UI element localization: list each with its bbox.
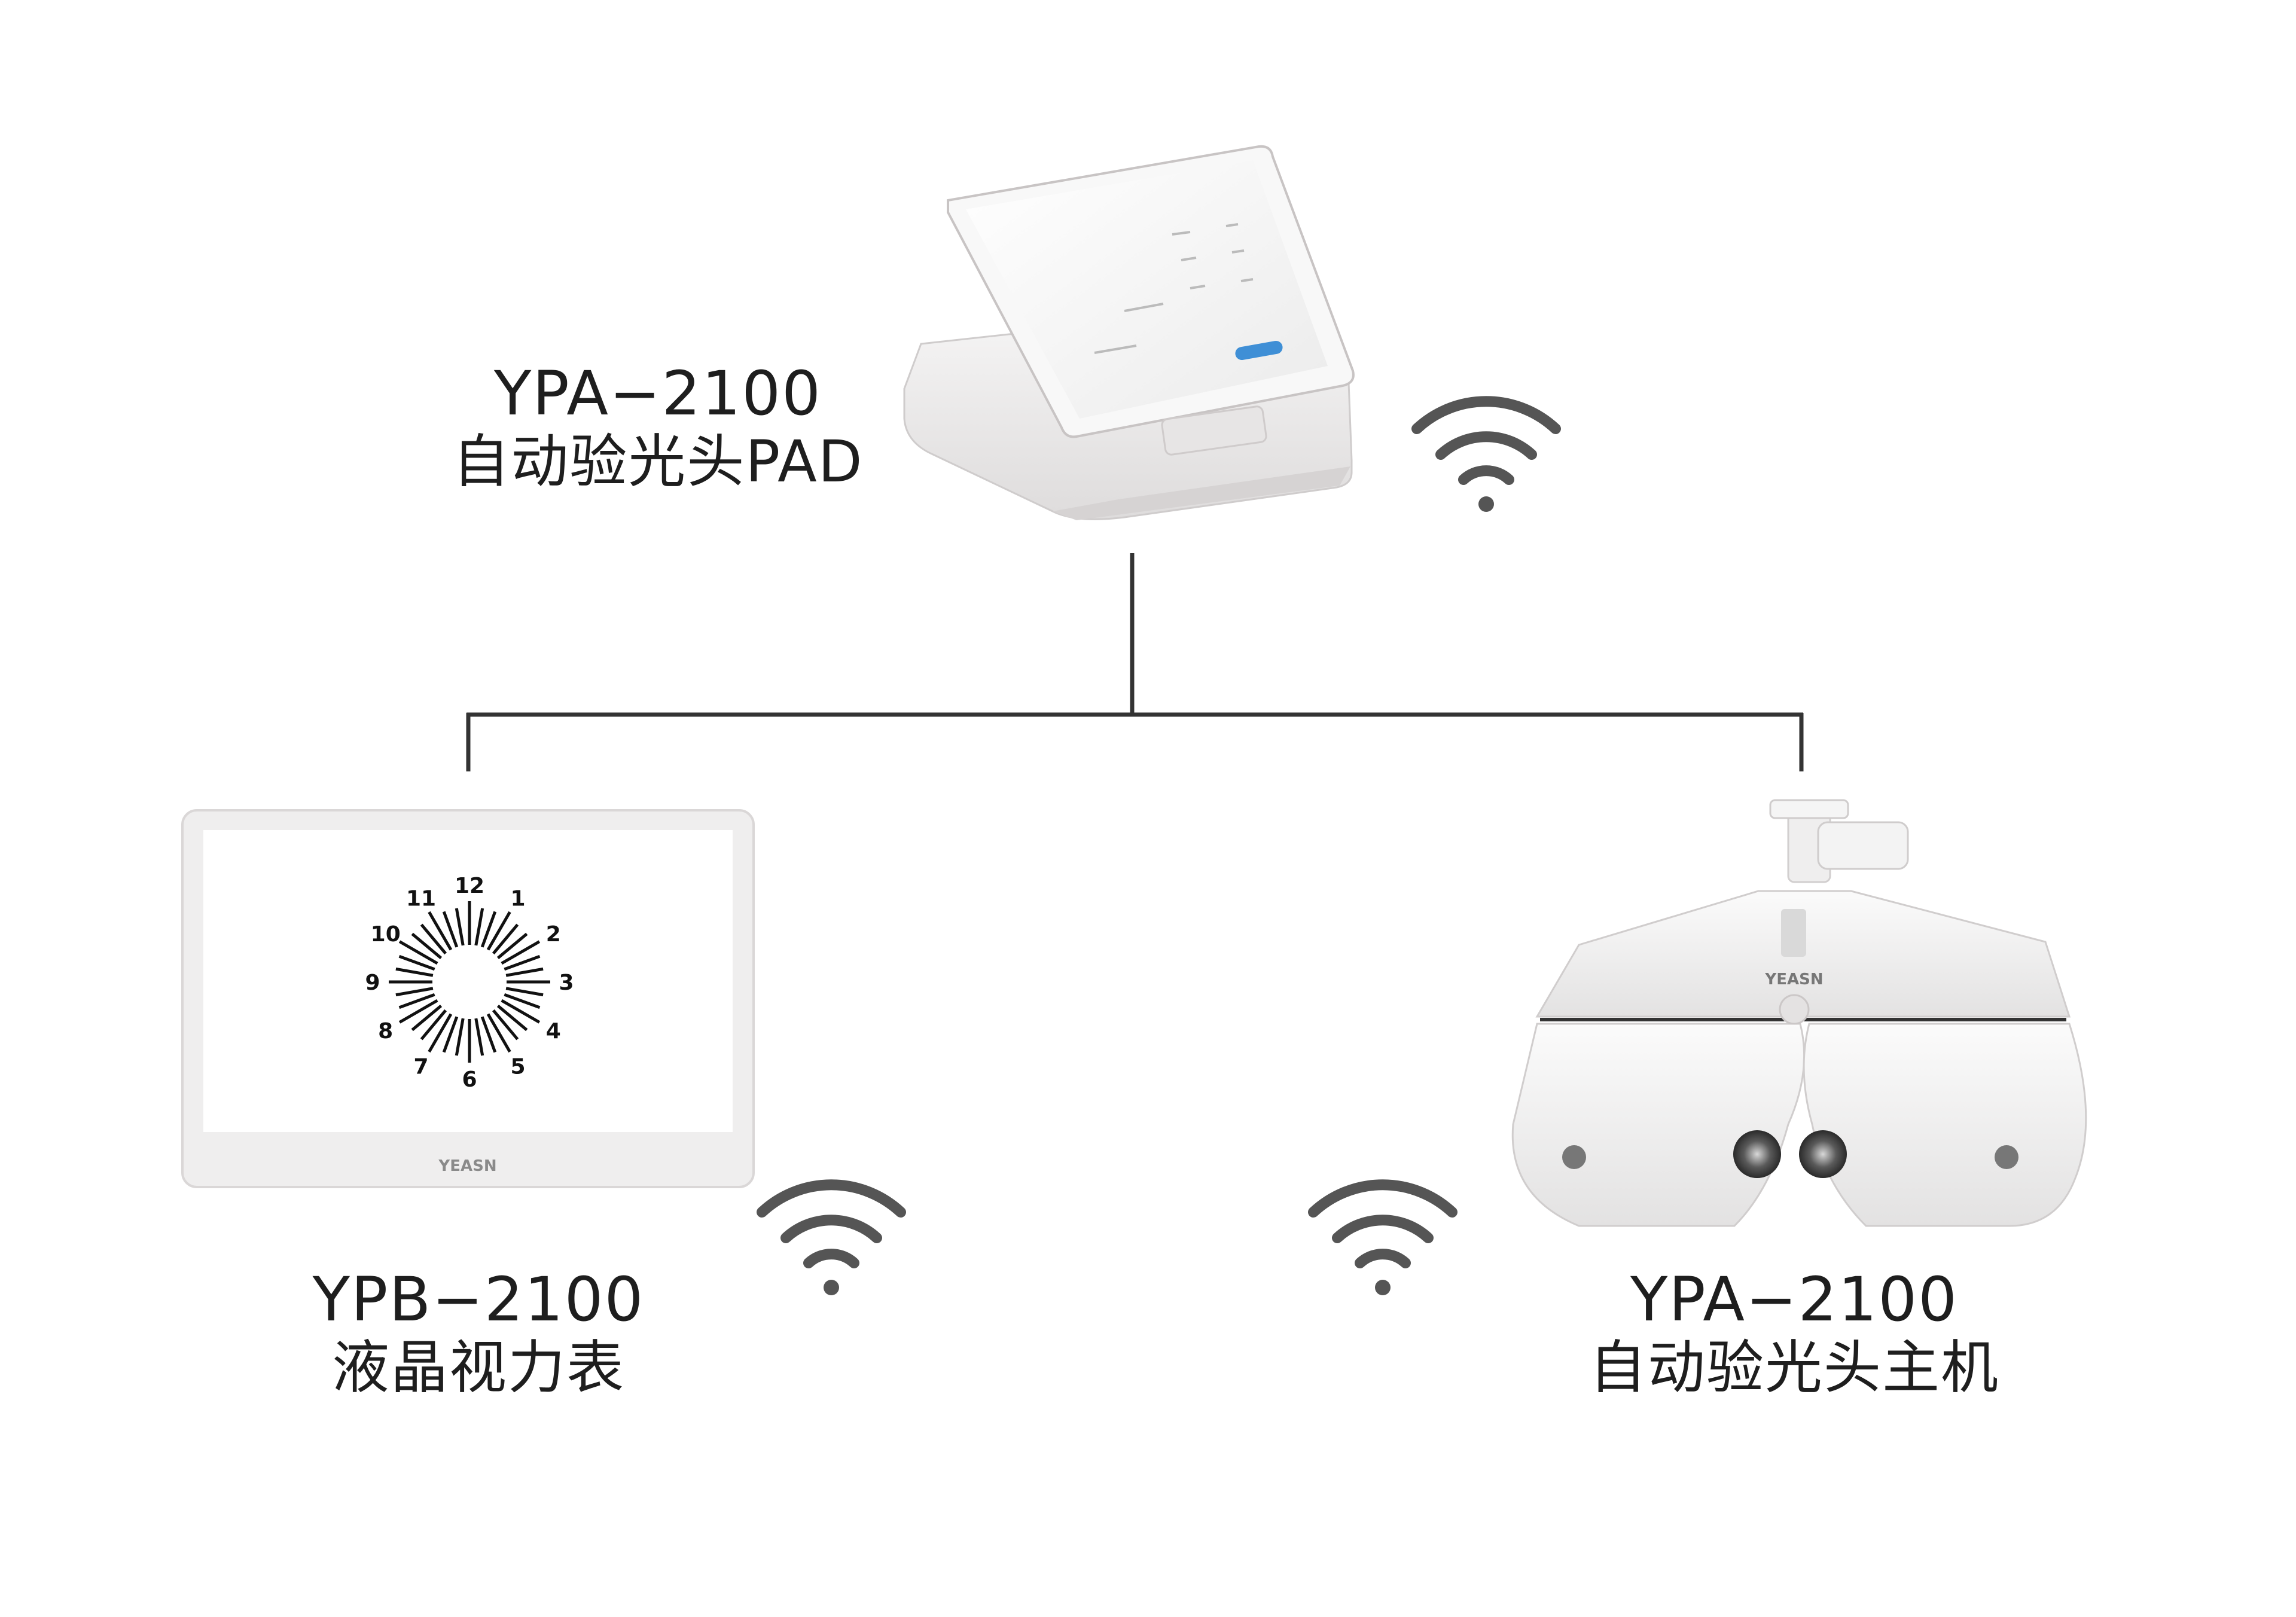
pad-device xyxy=(903,145,1355,520)
astigmatism-ray xyxy=(428,911,453,951)
phoropter-right-pod xyxy=(1803,1023,2087,1227)
clock-number: 12 xyxy=(455,874,484,898)
phoropter-right-eyepiece xyxy=(1799,1130,1847,1178)
pad-base-front xyxy=(1053,466,1350,520)
astigmatism-ray xyxy=(474,908,484,946)
astigmatism-ray xyxy=(501,999,541,1024)
astigmatism-ray xyxy=(455,908,465,946)
astigmatism-ray xyxy=(486,911,511,951)
phoropter-right-knob xyxy=(1995,1145,2018,1169)
phoropter-left-knob xyxy=(1562,1145,1586,1169)
phoropter-brand-logo: YEASN xyxy=(1764,971,1823,988)
phoropter-center-window xyxy=(1781,909,1806,957)
phoropter-top-bar xyxy=(1769,799,1849,819)
clock-number: 6 xyxy=(462,1067,477,1092)
astigmatism-ray xyxy=(504,954,541,971)
astigmatism-ray xyxy=(398,993,435,1009)
astigmatism-ray xyxy=(411,1004,443,1032)
astigmatism-ray xyxy=(395,967,434,977)
astigmatism-ray xyxy=(395,987,434,997)
astigmatism-ray xyxy=(480,911,497,948)
pad-name: 自动验光头PAD xyxy=(452,428,864,496)
pad-screen-text xyxy=(1094,223,1254,354)
astigmatism-ray xyxy=(411,932,443,960)
astigmatism-ray xyxy=(474,1018,484,1056)
clock-number: 1 xyxy=(510,887,525,911)
astigmatism-ray xyxy=(496,1004,528,1032)
pad-model: YPA−2100 xyxy=(493,358,822,429)
clock-number: 9 xyxy=(365,971,380,995)
phoropter-left-pod xyxy=(1511,1023,1806,1227)
chart-brand-logo: YEASN xyxy=(438,1157,496,1175)
astigmatism-ray xyxy=(442,911,459,948)
astigmatism-ray xyxy=(428,1013,453,1053)
pad-label: YPA−2100 自动验光头PAD xyxy=(413,359,903,495)
connection-lines xyxy=(466,553,1804,771)
clock-number: 10 xyxy=(371,922,401,947)
astigmatism-ray xyxy=(398,954,435,971)
astigmatism-ray xyxy=(505,967,544,977)
astigmatism-ray xyxy=(398,940,438,965)
astigmatism-ray xyxy=(398,999,438,1024)
chart-model: YPB−2100 xyxy=(312,1264,645,1335)
clock-number: 2 xyxy=(546,922,561,947)
pad-screen-button xyxy=(1235,340,1283,361)
astigmatism-ray xyxy=(455,1018,465,1056)
astigmatism-ray xyxy=(420,923,447,955)
phoropter-device: YEASN xyxy=(1511,799,2087,1227)
chart-screen xyxy=(203,830,733,1132)
clock-number: 7 xyxy=(413,1054,428,1079)
astigmatism-ray xyxy=(480,1016,497,1053)
astigmatism-ray xyxy=(496,932,528,960)
wifi-icon xyxy=(757,1179,906,1295)
astigmatism-ray xyxy=(501,940,541,965)
phoropter-top-cylinder xyxy=(1817,821,1909,870)
clock-number: 8 xyxy=(378,1019,393,1044)
clock-number: 11 xyxy=(406,887,436,911)
clock-number: 4 xyxy=(546,1019,561,1044)
chart-label: YPB−2100 液晶视力表 xyxy=(263,1265,694,1401)
pad-card-slot xyxy=(1161,405,1267,456)
wifi-icon xyxy=(1308,1179,1458,1295)
wifi-icon xyxy=(1411,396,1561,512)
astigmatism-ray xyxy=(492,923,519,955)
astigmatism-ray xyxy=(420,1009,447,1041)
phoropter-model: YPA−2100 xyxy=(1630,1264,1959,1335)
phoropter-left-eyepiece xyxy=(1733,1130,1781,1178)
phoropter-label: YPA−2100 自动验光头主机 xyxy=(1549,1265,2039,1401)
astigmatism-ray xyxy=(504,993,541,1009)
astigmatism-rays xyxy=(389,901,550,1063)
chart-name: 液晶视力表 xyxy=(332,1334,625,1402)
astigmatism-ray xyxy=(442,1016,459,1053)
phoropter-knob xyxy=(1779,994,1810,1025)
clock-number: 3 xyxy=(559,971,574,995)
astigmatism-ray xyxy=(492,1009,519,1041)
astigmatism-ray xyxy=(505,987,544,997)
clock-number: 5 xyxy=(510,1054,525,1079)
astigmatism-ray xyxy=(486,1013,511,1053)
phoropter-name: 自动验光头主机 xyxy=(1589,1334,1999,1402)
